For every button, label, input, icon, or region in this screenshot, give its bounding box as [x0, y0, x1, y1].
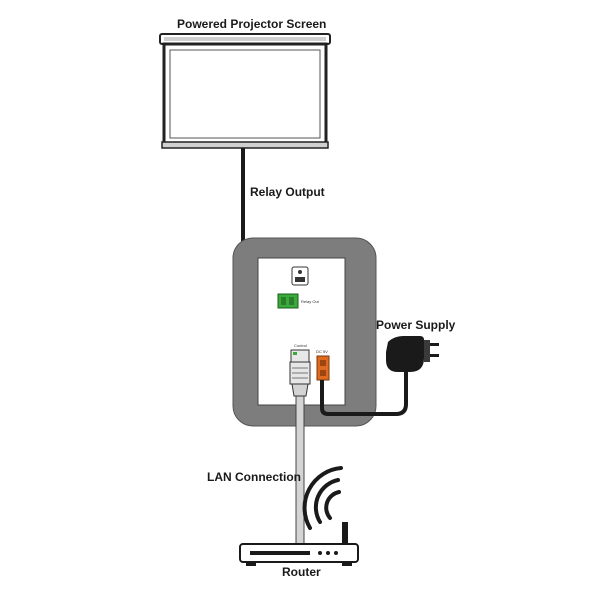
projector-screen	[159, 33, 331, 149]
lan-plug	[289, 361, 311, 397]
screen-surface-inner	[169, 49, 321, 139]
dc-terminal-screw-1	[320, 360, 326, 366]
wifi-signal-icon	[302, 466, 343, 530]
router-label: Router	[282, 565, 321, 579]
router-foot-right	[342, 562, 352, 566]
power-adapter-icon	[386, 336, 439, 372]
router-icon	[239, 466, 359, 566]
dc-terminal-screw-2	[320, 370, 326, 376]
relay-terminal-screw-1	[281, 297, 286, 305]
screen-bottom-bar	[161, 141, 329, 149]
router-led-1	[318, 551, 322, 555]
router-indicator-strip	[250, 551, 310, 555]
ir-sensor-dot	[298, 270, 302, 274]
power-adapter-body	[386, 336, 424, 372]
power-adapter-prong-2	[430, 354, 439, 357]
relay-port-label: Relay Out	[301, 299, 320, 304]
router-antenna	[342, 522, 348, 544]
relay-output-label: Relay Output	[250, 185, 325, 199]
router-led-2	[326, 551, 330, 555]
control-port-label: Control	[294, 343, 307, 348]
power-adapter-prong-1	[430, 343, 439, 346]
lan-plug-boot	[291, 383, 309, 397]
control-port-led	[293, 352, 297, 355]
lan-cable	[295, 391, 305, 545]
router-led-3	[334, 551, 338, 555]
lan-connection-label: LAN Connection	[207, 470, 301, 484]
screen-label: Powered Projector Screen	[177, 17, 327, 31]
ir-sensor-window	[295, 277, 305, 282]
dc-terminal	[316, 355, 330, 381]
relay-terminal-screw-2	[289, 297, 294, 305]
ir-sensor	[291, 266, 309, 286]
power-cable	[320, 372, 408, 416]
power-supply-label: Power Supply	[376, 318, 456, 332]
screen-top-bar-inner	[164, 37, 326, 41]
dc-port-label: DC 5V	[316, 349, 328, 354]
router-foot-left	[246, 562, 256, 566]
power-adapter-side	[424, 340, 430, 362]
